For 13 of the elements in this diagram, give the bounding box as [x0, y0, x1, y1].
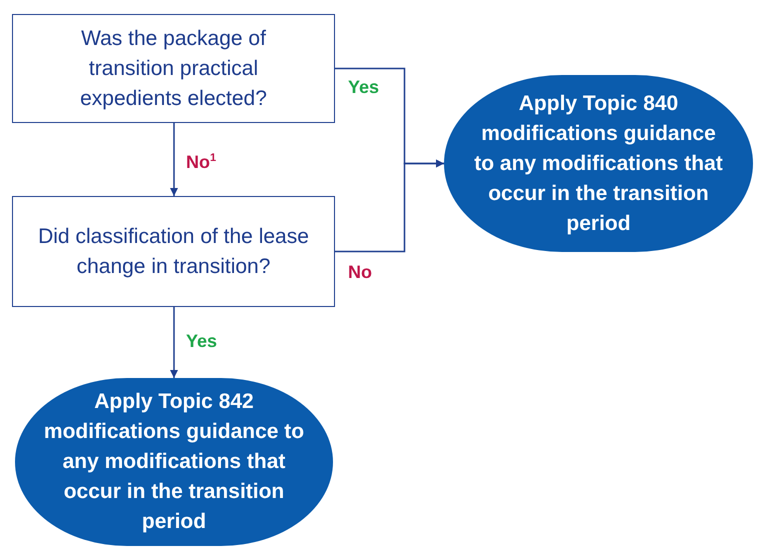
edge-label: Yes — [186, 330, 218, 350]
arrow — [170, 307, 178, 378]
edge-label: No$^{1}$ — [186, 150, 216, 172]
node-text: Apply Topic 842 modifications guidance to any modifications that occur in the transition period — [42, 389, 306, 535]
edge-label: Yes — [348, 76, 380, 96]
arrow — [335, 160, 444, 252]
question-box — [12, 196, 335, 307]
node-text: Did classification of the lease change in transition? — [37, 224, 310, 280]
edge-label: No — [348, 262, 372, 282]
arrow — [170, 123, 178, 196]
node-text: Apply Topic 840 modifications guidance to any modifications that occur in the transition period — [473, 90, 724, 236]
question-box — [12, 14, 335, 123]
node-text: Was the package of transition practical expedients elected? — [79, 26, 268, 112]
